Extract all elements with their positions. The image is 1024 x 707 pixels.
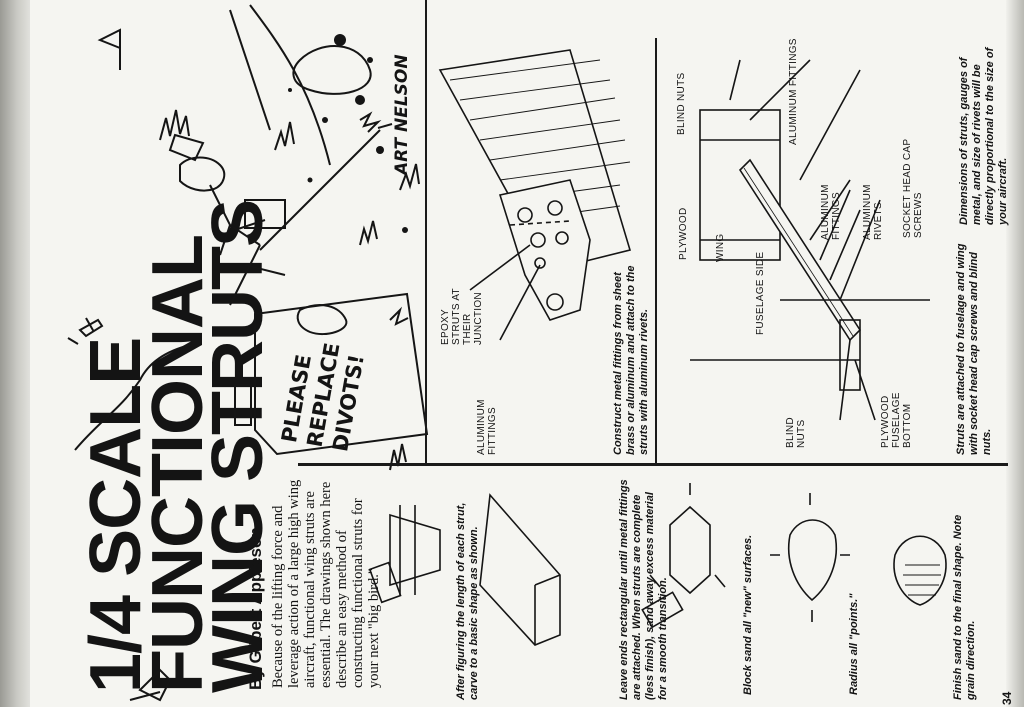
step-5-caption: Finish sand to the final shape. Note gra… bbox=[952, 514, 977, 700]
label-plywood-fuselage-bottom: PLYWOOD FUSELAGE BOTTOM bbox=[880, 392, 913, 448]
label-blind-nuts-bottom: BLIND NUTS bbox=[785, 417, 807, 448]
byline: By Gilbert Appleson bbox=[246, 527, 265, 690]
step-3-caption: Block sand all "new" surfaces. bbox=[742, 534, 754, 695]
golfer-cartoon bbox=[67, 4, 429, 702]
step-2-caption: Leave ends rectangular until metal fitti… bbox=[618, 479, 669, 700]
horizontal-rule bbox=[298, 463, 1008, 466]
label-wing: WING bbox=[715, 233, 726, 262]
label-aluminum-fittings: ALUMINUM FITTINGS bbox=[476, 399, 498, 455]
strut-junction-drawing bbox=[438, 49, 632, 341]
label-blind-nuts-top: BLIND NUTS bbox=[676, 72, 687, 135]
label-aluminum-fittings-top: ALUMINUM FITTINGS bbox=[788, 38, 799, 145]
step-1-caption: After figuring the length of each strut,… bbox=[455, 502, 480, 700]
step-drawings bbox=[368, 483, 947, 646]
step-4-caption: Radius all "points." bbox=[848, 593, 860, 696]
attachment-caption-right: Dimensions of struts, gauges of metal, a… bbox=[958, 47, 1009, 225]
page-right-edge bbox=[1006, 0, 1024, 707]
label-socket-head-cap-screws: SOCKET HEAD CAP SCREWS bbox=[902, 138, 924, 238]
artist-signature: ART NELSON bbox=[392, 54, 412, 175]
label-fuselage-side: FUSELAGE SIDE bbox=[755, 251, 766, 335]
label-aluminum-rivets: ALUMINUM RIVETS bbox=[862, 184, 884, 240]
junction-caption: Construct metal fittings from sheet bras… bbox=[612, 265, 650, 455]
page-number: 34 bbox=[1000, 691, 1014, 705]
panel-divider-1 bbox=[425, 0, 427, 463]
attachment-caption-left: Struts are attached to fuselage and wing… bbox=[955, 243, 993, 456]
strut-attachment-drawing bbox=[690, 59, 930, 421]
label-aluminum-fittings-mid: ALUMINUM FITTINGS bbox=[820, 184, 842, 240]
panel-divider-2 bbox=[655, 38, 657, 463]
label-plywood: PLYWOOD bbox=[678, 207, 689, 260]
scan-shadow-edge bbox=[0, 0, 34, 707]
magazine-page bbox=[30, 0, 1010, 707]
label-epoxy-struts: EPOXY STRUTS AT THEIR JUNCTION bbox=[440, 288, 484, 345]
